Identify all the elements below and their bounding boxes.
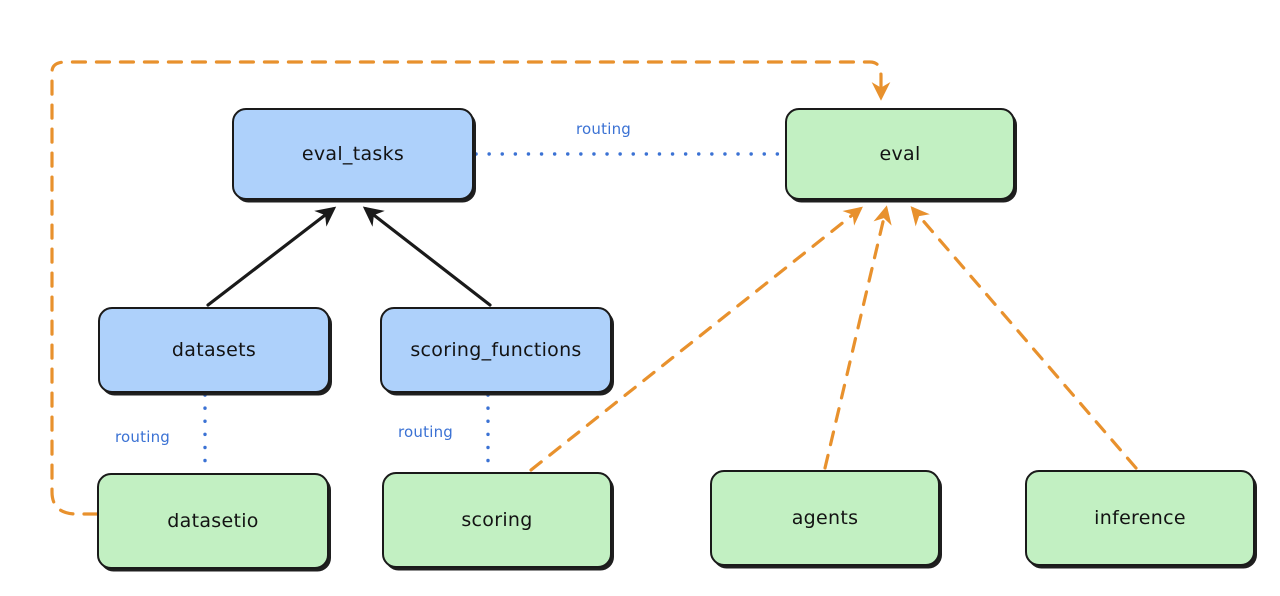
edge-label-routing-eval-tasks-eval: routing	[576, 120, 631, 138]
node-label: datasetio	[167, 510, 259, 532]
edge-label-routing-scoring-functions-scoring: routing	[398, 423, 453, 441]
node-label: scoring	[461, 509, 533, 531]
node-label: agents	[791, 507, 859, 529]
edge-label-routing-datasets-datasetio: routing	[115, 428, 170, 446]
node-eval[interactable]: eval	[785, 108, 1015, 200]
node-label: inference	[1094, 507, 1186, 529]
edge-datasetio-to-eval	[50, 60, 891, 516]
node-scoring-functions[interactable]: scoring_functions	[380, 307, 612, 393]
edge-agents-to-eval	[823, 205, 892, 470]
edge-scoring_functions-to-eval_tasks	[362, 206, 492, 307]
node-label: eval_tasks	[301, 143, 405, 165]
node-agents[interactable]: agents	[710, 470, 940, 566]
node-scoring[interactable]: scoring	[382, 472, 612, 568]
node-label: scoring_functions	[410, 339, 582, 361]
node-label: eval	[879, 143, 921, 165]
edge-inference-to-eval	[910, 206, 1138, 470]
edge-datasets-to-eval_tasks	[206, 206, 337, 307]
node-inference[interactable]: inference	[1025, 470, 1255, 566]
node-datasetio[interactable]: datasetio	[97, 473, 329, 569]
node-eval-tasks[interactable]: eval_tasks	[232, 108, 474, 200]
edge-scoring-to-eval	[529, 206, 863, 472]
node-datasets[interactable]: datasets	[98, 307, 330, 393]
node-label: datasets	[171, 339, 257, 361]
